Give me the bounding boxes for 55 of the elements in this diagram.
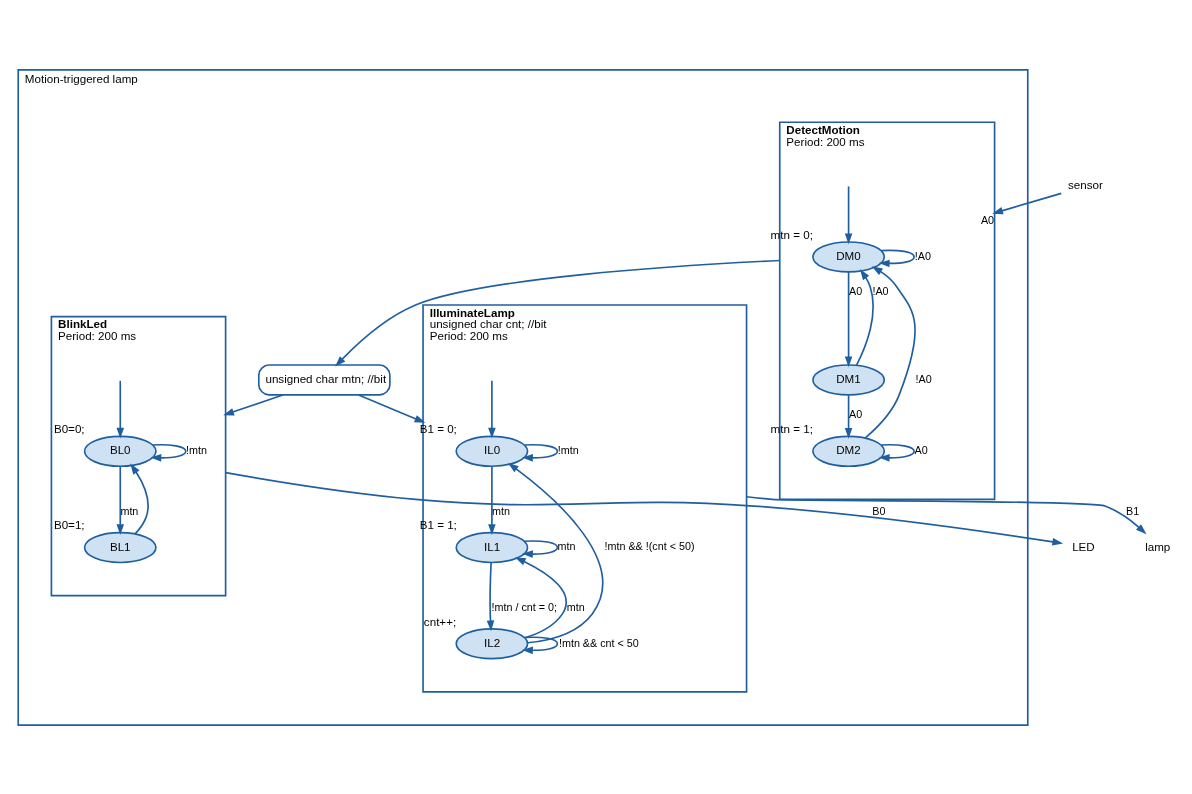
edge-label: B0 [872, 504, 886, 517]
arrow [844, 185, 853, 244]
arrow [488, 465, 496, 535]
arrow [357, 393, 426, 423]
edge-label: !mtn [557, 443, 579, 456]
edge-label: !A0 [872, 284, 889, 297]
arrow [150, 443, 187, 462]
edge-label: !mtn && !(cnt < 50) [604, 539, 695, 552]
edge-label: !A0 [914, 249, 931, 262]
arrow [992, 192, 1063, 214]
node-ellipse: BL1 [83, 531, 157, 563]
edge-label: mtn [120, 504, 139, 517]
edge-label: !mtn [186, 443, 208, 456]
edge-label: mtn [557, 539, 576, 552]
edge-label: A0 [849, 407, 863, 420]
arrow [745, 495, 1147, 534]
arrow [514, 556, 568, 639]
arrow [116, 465, 125, 535]
arrow [130, 463, 149, 535]
node-label: B0=0; [53, 421, 85, 435]
arrow [522, 539, 559, 558]
arrow [878, 443, 915, 462]
node-ellipse: DM1 [812, 363, 886, 396]
node-text: lamp [1145, 539, 1171, 553]
node-label: cnt++; [423, 614, 457, 628]
edge-label: !mtn / cnt = 0; [491, 600, 558, 613]
edge-label: !A0 [915, 372, 932, 385]
arrow [844, 270, 853, 367]
edge-label: A0 [849, 284, 863, 297]
node-ellipse: IL0 [455, 435, 529, 467]
node-text: LED [1072, 539, 1095, 553]
edge-label: A0 [914, 443, 928, 456]
arrow [864, 265, 916, 439]
edge-label: A0 [980, 213, 995, 226]
edge-label: B1 [1126, 504, 1140, 517]
arrow [844, 393, 853, 439]
edge-label: !mtn && cnt < 50 [558, 636, 639, 649]
node-box: unsigned char mtn; //bit [257, 363, 391, 396]
arrow [855, 268, 874, 366]
edge-label: mtn [566, 600, 585, 613]
arrow [878, 249, 915, 267]
node-ellipse: DM2 [812, 435, 886, 467]
arrow [224, 471, 1064, 546]
arrow [522, 443, 559, 462]
node-ellipse: IL2 [455, 627, 529, 659]
node-label: B0=1; [53, 517, 85, 531]
arrow [223, 393, 284, 415]
node-ellipse: BL0 [83, 435, 157, 467]
arrow [486, 561, 495, 631]
node-text: sensor [1068, 177, 1103, 191]
arrow [116, 379, 125, 439]
arrow [522, 635, 559, 654]
arrow [488, 379, 496, 439]
arrow [507, 462, 604, 644]
arrow [335, 259, 781, 367]
